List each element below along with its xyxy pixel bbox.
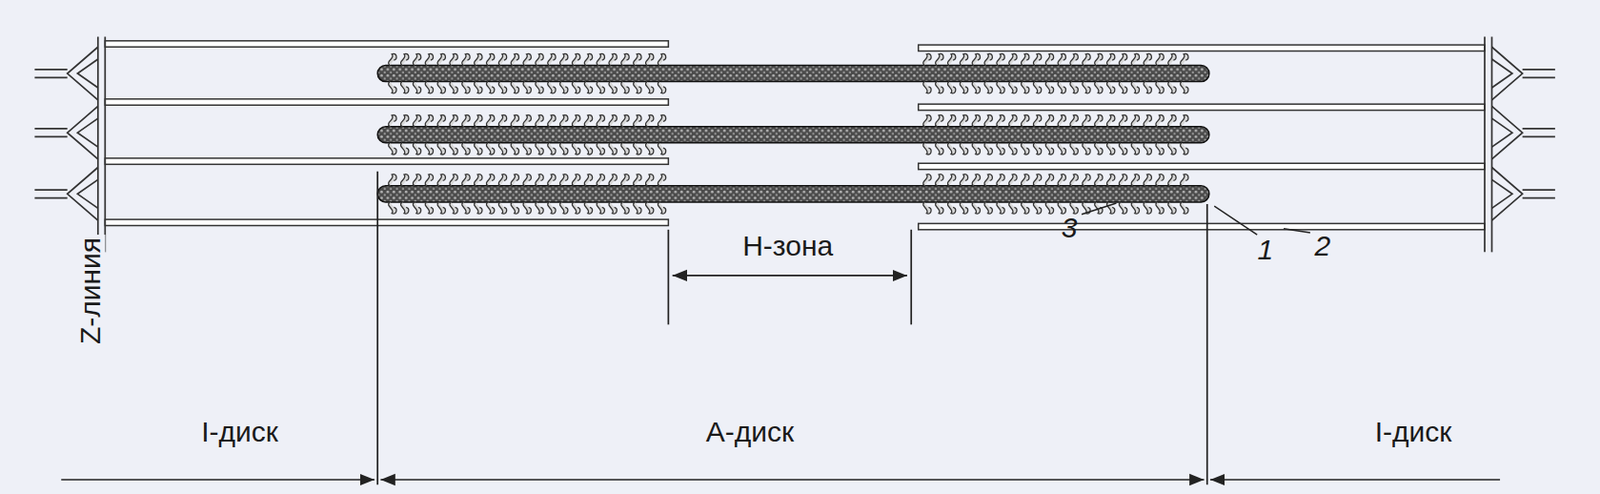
h-zone-label: H-зона [739, 228, 836, 261]
thick-filament [377, 126, 1210, 143]
z-line-label: Z-линия [74, 234, 106, 347]
thin-filament [104, 158, 669, 164]
thick-filament [377, 185, 1210, 203]
thin-filaments [104, 40, 1485, 230]
thin-filament [918, 162, 1485, 169]
leader-lines [1081, 202, 1311, 235]
z-lines [34, 37, 1555, 253]
thin-filament [918, 222, 1485, 229]
i-disk-label: I-диск [1372, 414, 1456, 446]
dimension-lines [60, 171, 1500, 486]
thick-filament [377, 64, 1210, 82]
thin-filament [104, 219, 669, 225]
a-disk-label: A-диск [703, 414, 797, 446]
myosin-heads [388, 53, 1189, 214]
thin-filament [104, 99, 669, 105]
thin-filament [918, 44, 1485, 51]
callout-number: 2 [1311, 228, 1334, 261]
thick-filaments [377, 64, 1210, 202]
thin-filament [104, 40, 669, 47]
callout-number: 3 [1058, 210, 1081, 243]
thin-filament [918, 103, 1485, 110]
callout-number: 1 [1254, 233, 1276, 265]
i-disk-label: I-диск [198, 414, 282, 446]
